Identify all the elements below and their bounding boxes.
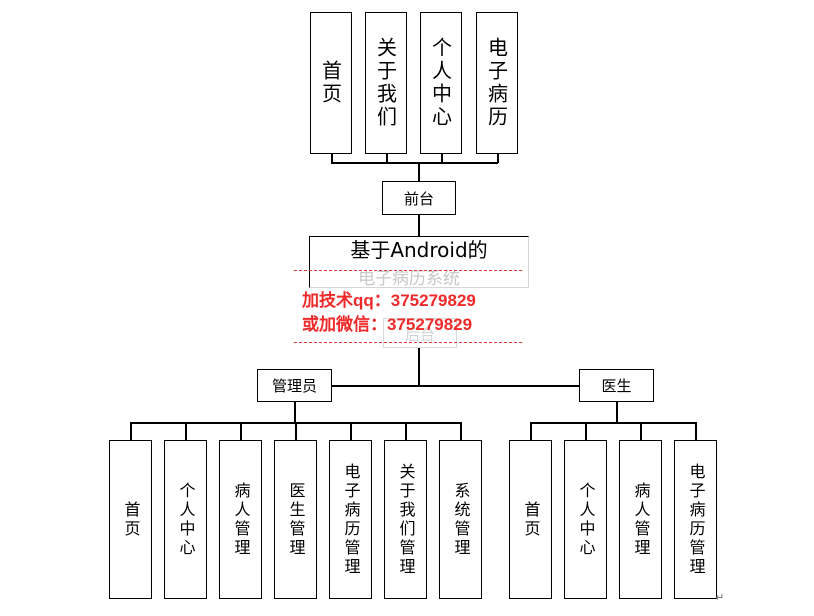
frontend-label: 前台	[403, 189, 434, 208]
admin-module-label: 医生管理	[286, 481, 306, 558]
admin-box: 管理员	[257, 369, 332, 402]
top-module-box: 电子病历	[476, 12, 518, 154]
paragraph-mark: ↵	[715, 591, 725, 604]
connector	[497, 153, 499, 163]
doctor-module-label: 病人管理	[631, 481, 651, 558]
connector	[331, 162, 498, 164]
connector	[460, 422, 462, 441]
watermark-line2: 或加微信：375279829	[302, 315, 473, 334]
doctor-module-label: 个人中心	[576, 481, 596, 558]
doctor-box: 医生	[579, 369, 654, 402]
doctor-module-box: 电子病历管理	[674, 440, 717, 599]
backend-box: 后台	[383, 318, 457, 348]
watermark-line1: 加技术qq：375279829	[302, 291, 476, 310]
admin-module-box: 个人中心	[164, 440, 207, 599]
doctor-module-box: 个人中心	[564, 440, 607, 599]
connector	[295, 422, 297, 441]
admin-module-label: 个人中心	[176, 481, 196, 558]
connector	[332, 385, 580, 387]
admin-module-box: 电子病历管理	[329, 440, 372, 599]
admin-module-label: 系统管理	[451, 481, 471, 558]
connector	[695, 422, 697, 441]
doctor-module-box: 病人管理	[619, 440, 662, 599]
connector	[441, 153, 443, 163]
top-module-box: 个人中心	[420, 12, 462, 154]
connector	[530, 422, 696, 424]
connector	[418, 162, 420, 182]
admin-module-box: 首页	[109, 440, 152, 599]
admin-module-label: 关于我们管理	[396, 462, 416, 577]
frontend-box: 前台	[382, 181, 456, 215]
admin-module-label: 病人管理	[231, 481, 251, 558]
backend-label: 后台	[404, 326, 435, 344]
system-title-box: 基于Android的	[309, 236, 529, 288]
admin-module-label: 电子病历管理	[341, 462, 361, 577]
system-title-line2: 电子病历系统	[358, 269, 460, 289]
top-module-label: 个人中心	[428, 37, 453, 129]
connector	[350, 422, 352, 441]
connector	[530, 422, 532, 441]
admin-module-box: 系统管理	[439, 440, 482, 599]
top-module-label: 关于我们	[373, 37, 398, 129]
admin-module-box: 病人管理	[219, 440, 262, 599]
doctor-module-box: 首页	[509, 440, 552, 599]
connector	[386, 153, 388, 163]
connector	[616, 401, 618, 423]
top-module-label: 首页	[318, 60, 343, 106]
doctor-module-label: 电子病历管理	[686, 462, 706, 577]
connector	[418, 214, 420, 236]
connector	[130, 422, 132, 441]
admin-module-box: 医生管理	[274, 440, 317, 599]
watermark-dashed-line-top	[294, 270, 522, 271]
top-module-label: 电子病历	[484, 37, 509, 129]
doctor-module-label: 首页	[521, 500, 541, 539]
connector	[294, 401, 296, 423]
admin-label: 管理员	[271, 377, 317, 395]
connector	[405, 422, 407, 441]
doctor-label: 医生	[601, 377, 632, 395]
connector	[240, 422, 242, 441]
connector	[418, 348, 420, 386]
connector	[185, 422, 187, 441]
top-module-box: 首页	[310, 12, 352, 154]
top-module-box: 关于我们	[365, 12, 407, 154]
system-title-line1: 基于Android的	[350, 238, 488, 262]
watermark-dashed-line-bottom	[294, 342, 522, 343]
admin-module-box: 关于我们管理	[384, 440, 427, 599]
connector	[640, 422, 642, 441]
connector	[585, 422, 587, 441]
connector	[331, 153, 333, 163]
admin-module-label: 首页	[121, 500, 141, 539]
